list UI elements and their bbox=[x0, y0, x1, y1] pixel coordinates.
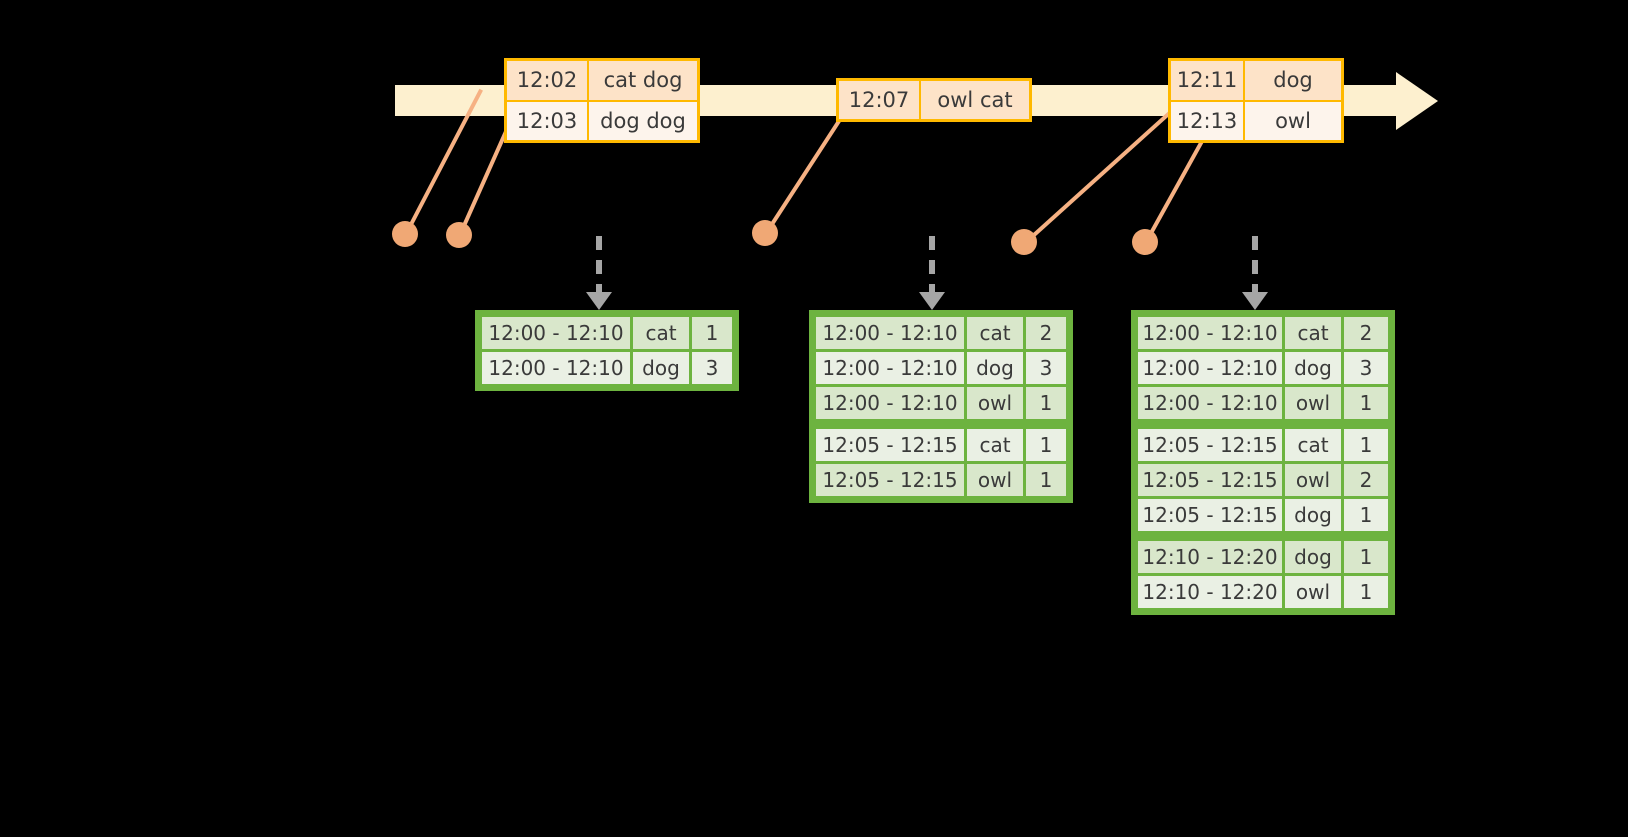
count-cell: 3 bbox=[1344, 352, 1388, 384]
event-time: 12:03 bbox=[507, 101, 589, 140]
table-group-separator bbox=[816, 422, 1066, 426]
count-cell: 2 bbox=[1026, 317, 1066, 349]
window-range-cell: 12:05 - 12:15 bbox=[816, 464, 964, 496]
window-range-cell: 12:05 - 12:15 bbox=[1138, 464, 1282, 496]
count-cell: 1 bbox=[1344, 576, 1388, 608]
window-range-cell: 12:00 - 12:10 bbox=[1138, 317, 1282, 349]
word-cell: cat bbox=[1285, 429, 1341, 461]
event-message: dog dog bbox=[589, 101, 697, 140]
count-cell: 1 bbox=[692, 317, 732, 349]
window-range-cell: 12:00 - 12:10 bbox=[816, 317, 964, 349]
count-cell: 1 bbox=[1344, 541, 1388, 573]
flow-arrow-3-shaft bbox=[1252, 236, 1258, 298]
word-cell: cat bbox=[967, 429, 1023, 461]
event-marker-5-dot-icon[interactable] bbox=[1132, 229, 1158, 255]
window-range-cell: 12:10 - 12:20 bbox=[1138, 541, 1282, 573]
count-cell: 1 bbox=[1344, 499, 1388, 531]
word-cell: dog bbox=[967, 352, 1023, 384]
word-cell: owl bbox=[1285, 464, 1341, 496]
window-range-cell: 12:00 - 12:10 bbox=[816, 352, 964, 384]
count-cell: 1 bbox=[1026, 387, 1066, 419]
count-cell: 1 bbox=[1026, 429, 1066, 461]
window-range-cell: 12:05 - 12:15 bbox=[1138, 429, 1282, 461]
window-range-cell: 12:05 - 12:15 bbox=[1138, 499, 1282, 531]
count-cell: 1 bbox=[1344, 429, 1388, 461]
word-cell: owl bbox=[1285, 576, 1341, 608]
word-cell: dog bbox=[1285, 541, 1341, 573]
timeline-arrow-head-icon bbox=[1396, 72, 1438, 130]
word-cell: owl bbox=[1285, 387, 1341, 419]
word-cell: dog bbox=[1285, 499, 1341, 531]
event-marker-4-dot-icon[interactable] bbox=[1011, 229, 1037, 255]
flow-arrow-2-shaft bbox=[929, 236, 935, 298]
count-cell: 1 bbox=[1026, 464, 1066, 496]
flow-arrow-2-head-icon bbox=[919, 292, 945, 310]
word-cell: dog bbox=[633, 352, 689, 384]
event-message: owl cat bbox=[921, 81, 1029, 119]
event-marker-3-dot-icon[interactable] bbox=[752, 220, 778, 246]
event-box-3[interactable]: 12:11 dog 12:13 owl bbox=[1168, 58, 1344, 143]
event-message: cat dog bbox=[589, 61, 697, 100]
count-cell: 3 bbox=[692, 352, 732, 384]
event-box-2[interactable]: 12:07 owl cat bbox=[836, 78, 1032, 122]
window-range-cell: 12:00 - 12:10 bbox=[1138, 387, 1282, 419]
flow-arrow-1-shaft bbox=[596, 236, 602, 298]
event-row: 12:03 dog dog bbox=[507, 99, 697, 140]
window-range-cell: 12:00 - 12:10 bbox=[816, 387, 964, 419]
word-cell: owl bbox=[967, 464, 1023, 496]
event-row: 12:07 owl cat bbox=[839, 81, 1029, 119]
window-range-cell: 12:10 - 12:20 bbox=[1138, 576, 1282, 608]
word-cell: cat bbox=[633, 317, 689, 349]
event-time: 12:13 bbox=[1171, 101, 1245, 140]
event-marker-1-dot-icon[interactable] bbox=[392, 221, 418, 247]
word-cell: dog bbox=[1285, 352, 1341, 384]
event-row: 12:02 cat dog bbox=[507, 61, 697, 100]
count-cell: 1 bbox=[1344, 387, 1388, 419]
word-cell: owl bbox=[967, 387, 1023, 419]
flow-arrow-1-head-icon bbox=[586, 292, 612, 310]
table-group-separator bbox=[1138, 422, 1388, 426]
count-cell: 2 bbox=[1344, 464, 1388, 496]
event-time: 12:02 bbox=[507, 61, 589, 100]
window-range-cell: 12:05 - 12:15 bbox=[816, 429, 964, 461]
count-cell: 2 bbox=[1344, 317, 1388, 349]
event-message: owl bbox=[1245, 101, 1341, 140]
word-cell: cat bbox=[967, 317, 1023, 349]
flow-arrow-3-head-icon bbox=[1242, 292, 1268, 310]
window-range-cell: 12:00 - 12:10 bbox=[1138, 352, 1282, 384]
event-marker-2-dot-icon[interactable] bbox=[446, 222, 472, 248]
event-time: 12:11 bbox=[1171, 61, 1245, 100]
event-row: 12:11 dog bbox=[1171, 61, 1341, 100]
count-cell: 3 bbox=[1026, 352, 1066, 384]
event-message: dog bbox=[1245, 61, 1341, 100]
table-group-separator bbox=[1138, 534, 1388, 538]
word-cell: cat bbox=[1285, 317, 1341, 349]
window-range-cell: 12:00 - 12:10 bbox=[482, 352, 630, 384]
event-time: 12:07 bbox=[839, 81, 921, 119]
event-row: 12:13 owl bbox=[1171, 99, 1341, 140]
window-range-cell: 12:00 - 12:10 bbox=[482, 317, 630, 349]
event-box-1[interactable]: 12:02 cat dog 12:03 dog dog bbox=[504, 58, 700, 143]
